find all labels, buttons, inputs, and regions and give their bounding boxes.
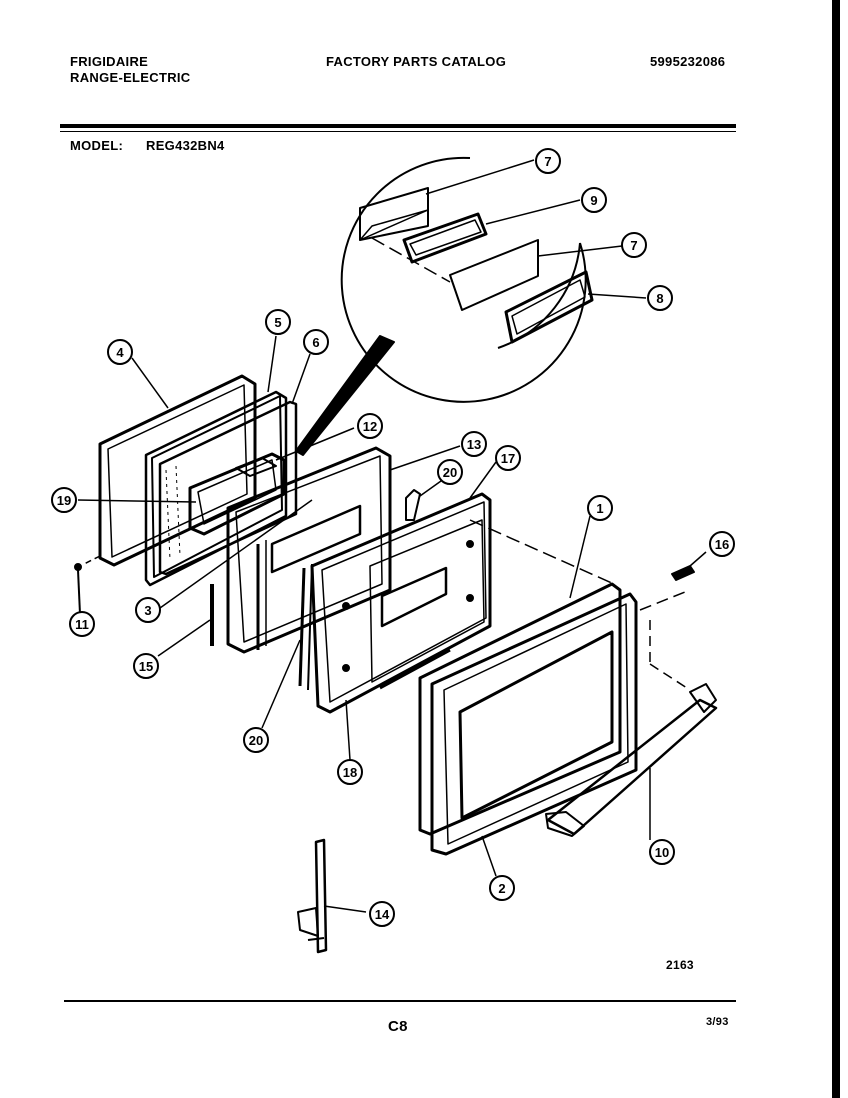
callout-20b: 20 [243, 727, 269, 753]
callout-13: 13 [461, 431, 487, 457]
svg-text:1: 1 [596, 501, 603, 516]
callout-3: 3 [135, 597, 161, 623]
model-number: REG432BN4 [146, 138, 225, 153]
callout-group: 7 9 7 8 5 6 4 12 13 20 17 19 1 16 3 11 1… [51, 148, 735, 927]
leader-lines [77, 159, 707, 913]
callout-2: 2 [489, 875, 515, 901]
callout-7a: 7 [535, 148, 561, 174]
fasteners [74, 555, 695, 615]
callout-12: 12 [357, 413, 383, 439]
callout-8: 8 [647, 285, 673, 311]
catalog-title: FACTORY PARTS CATALOG [326, 54, 507, 69]
header-rule-thick [60, 124, 736, 128]
callout-19: 19 [51, 487, 77, 513]
svg-text:18: 18 [343, 765, 357, 780]
model-label: MODEL: [70, 138, 124, 153]
door-liner-panels [144, 390, 298, 587]
callout-15: 15 [133, 653, 159, 679]
svg-text:20: 20 [443, 465, 457, 480]
door-handle [545, 620, 718, 837]
callout-17: 17 [495, 445, 521, 471]
callout-14: 14 [369, 901, 395, 927]
outer-door-panel [310, 492, 492, 714]
revision-date: 3/93 [706, 1016, 729, 1028]
callout-20a: 20 [437, 459, 463, 485]
svg-text:10: 10 [655, 845, 669, 860]
svg-text:11: 11 [75, 617, 89, 632]
product-label: RANGE-ELECTRIC [70, 70, 191, 85]
callout-9: 9 [581, 187, 607, 213]
callout-5: 5 [265, 309, 291, 335]
callout-4: 4 [107, 339, 133, 365]
svg-text:7: 7 [544, 154, 551, 169]
page-code: C8 [388, 1018, 408, 1035]
svg-text:7: 7 [630, 238, 637, 253]
brand-label: FRIGIDAIRE [70, 54, 149, 69]
svg-text:8: 8 [656, 291, 663, 306]
svg-text:20: 20 [249, 733, 263, 748]
svg-text:4: 4 [116, 345, 124, 360]
svg-text:13: 13 [467, 437, 481, 452]
catalog-number: 5995232086 [650, 54, 726, 69]
svg-text:14: 14 [375, 907, 390, 922]
detail-magnifier [295, 156, 594, 456]
drawing-number: 2163 [666, 958, 694, 972]
svg-text:5: 5 [274, 315, 281, 330]
svg-text:17: 17 [501, 451, 515, 466]
svg-text:2: 2 [498, 881, 505, 896]
svg-text:12: 12 [363, 419, 377, 434]
svg-text:6: 6 [312, 335, 319, 350]
svg-text:9: 9 [590, 193, 597, 208]
middle-door-panel [226, 446, 392, 654]
svg-text:16: 16 [715, 537, 729, 552]
callout-11: 11 [69, 611, 95, 637]
outer-door-frame [418, 519, 691, 856]
svg-text:3: 3 [144, 603, 151, 618]
svg-text:19: 19 [57, 493, 71, 508]
callout-10: 10 [649, 839, 675, 865]
callout-6: 6 [303, 329, 329, 355]
svg-text:15: 15 [139, 659, 153, 674]
callout-7b: 7 [621, 232, 647, 258]
header-rule-thin [60, 131, 736, 132]
callout-1: 1 [587, 495, 613, 521]
door-hinge [297, 838, 328, 954]
callout-16: 16 [709, 531, 735, 557]
callout-18: 18 [337, 759, 363, 785]
footer-rule [64, 1000, 736, 1002]
